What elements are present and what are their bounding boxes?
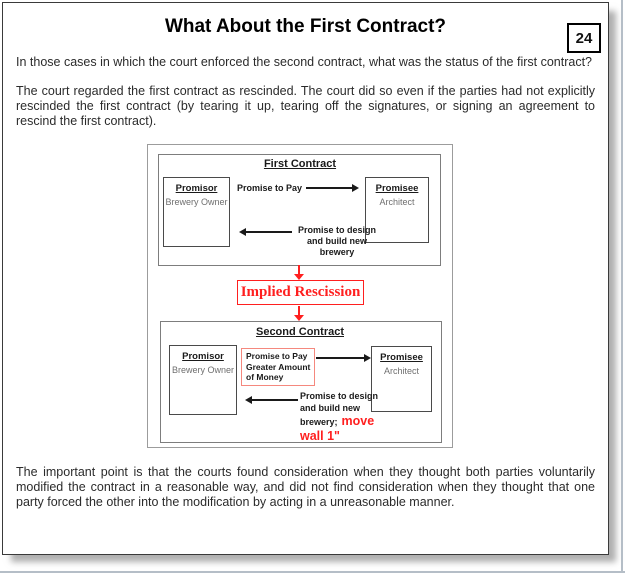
page-title: What About the First Contract? (164, 16, 447, 37)
second-contract-title: Second Contract (255, 326, 344, 338)
viewport-bottom-edge (0, 571, 625, 573)
move-wall-highlight: move (341, 414, 375, 428)
implied-rescission-box: Implied Rescission (237, 280, 364, 305)
second-contract-promisee-box: Promisee Architect (371, 346, 432, 412)
slide-page: 24 What About the First Contract? In tho… (2, 2, 609, 555)
promise-to-pay-arrow: Promise to Pay (237, 183, 360, 193)
return-promise-text-second: Promise to design and build new brewery;… (300, 391, 418, 443)
return-promise-text-first: Promise to design and build new brewery (297, 225, 377, 257)
arrow-right-icon (352, 184, 360, 192)
arrow-line (252, 399, 298, 401)
page-number-badge: 24 (567, 23, 601, 53)
paragraph-conclusion: The important point is that the courts f… (16, 465, 595, 509)
paragraph-answer: The court regarded the first contract as… (16, 84, 595, 128)
second-contract-promisor-box: Promisor Brewery Owner (169, 345, 237, 415)
rescission-arrow-line-top (298, 265, 300, 275)
arrow-line (306, 187, 353, 189)
return-promise-black-text: brewery; (300, 417, 338, 427)
arrow-left-icon (245, 396, 252, 404)
greater-payment-arrow (316, 354, 371, 362)
slide-content: 24 What About the First Contract? In tho… (3, 16, 608, 567)
arrow-down-icon (294, 274, 304, 280)
first-contract-promisor-box: Promisor Brewery Owner (163, 177, 230, 247)
rescission-arrow-line-bottom (298, 306, 300, 316)
move-wall-highlight-line2: wall 1" (300, 428, 340, 443)
first-contract-promisee-box: Promisee Architect (365, 177, 429, 243)
promisee-name-label: Architect (383, 366, 419, 376)
promisor-role-label: Promisor (182, 351, 224, 362)
promisee-role-label: Promisee (375, 183, 419, 194)
viewport-right-edge (621, 0, 623, 573)
arrow-line (246, 231, 292, 233)
promisor-name-label: Brewery Owner (165, 197, 228, 207)
paragraph-question: In those cases in which the court enforc… (16, 55, 593, 69)
return-promise-arrow-second (245, 396, 298, 404)
arrow-left-icon (239, 228, 246, 236)
arrow-down-icon (294, 315, 304, 321)
promisee-name-label: Architect (379, 197, 415, 207)
promisor-name-label: Brewery Owner (171, 365, 234, 375)
promisor-role-label: Promisor (175, 183, 218, 194)
return-promise-arrow-first (239, 228, 292, 236)
first-contract-title: First Contract (263, 158, 337, 170)
promisee-role-label: Promisee (380, 352, 423, 363)
contracts-diagram: First Contract Promisor Brewery Owner Pr… (147, 144, 453, 448)
arrow-line (316, 357, 364, 359)
promise-to-pay-label: Promise to Pay (237, 183, 303, 193)
arrow-right-icon (364, 354, 371, 362)
greater-payment-promise-box: Promise to Pay Greater Amount of Money (241, 348, 315, 386)
